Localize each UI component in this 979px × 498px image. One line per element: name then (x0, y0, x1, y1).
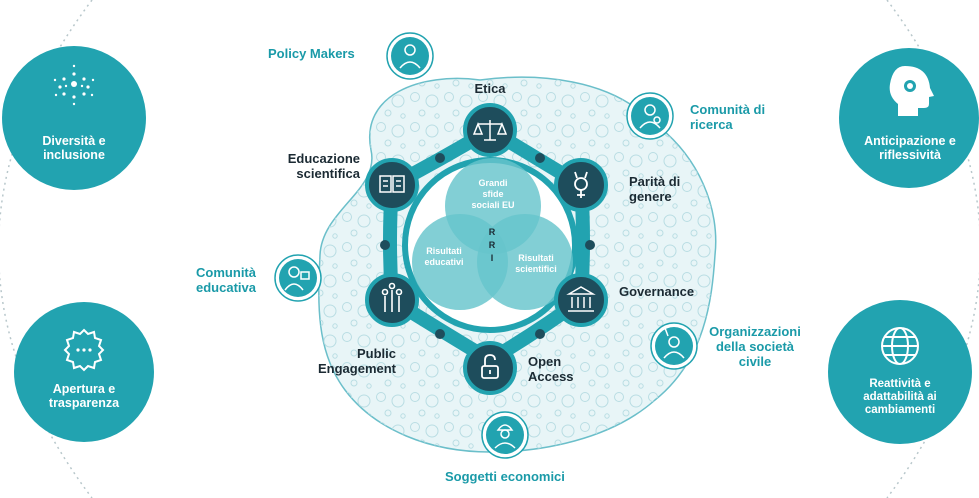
key-label-public-engagement: Public Engagement (317, 346, 396, 376)
worker-icon (494, 424, 516, 449)
network-dots-icon (53, 64, 95, 106)
stakeholder-label-policy-makers: Policy Makers (268, 46, 355, 61)
stakeholder-label-soggetti-economici: Soggetti economici (445, 469, 565, 484)
researcher-icon (639, 104, 661, 129)
gender-icon (574, 171, 588, 198)
node-open-access (463, 341, 517, 395)
node-governance (554, 273, 608, 327)
stakeholder-label-comunita-educativa: Comunità educativa (196, 265, 256, 295)
rri-letter-2: R (489, 240, 496, 250)
hands-raised-icon (381, 282, 403, 312)
principle-label-reattivita: Reattività e adattabilità ai cambiamenti (863, 378, 937, 417)
speech-bubble-icon (63, 328, 105, 372)
badge-organizzazioni (650, 322, 698, 370)
key-label-governance: Governance (619, 284, 695, 299)
scales-icon (472, 120, 508, 141)
book-icon (379, 175, 405, 193)
stakeholder-label-comunita-ricerca: Comunità di ricerca (690, 102, 766, 132)
node-public-engagement (365, 273, 419, 327)
open-lock-icon (481, 354, 499, 379)
badge-policy-makers (386, 32, 434, 80)
node-educazione (365, 158, 419, 212)
venn-label-left: Risultati educativi (424, 246, 464, 267)
node-etica (463, 103, 517, 157)
node-parita (554, 158, 608, 212)
institution-icon (566, 286, 596, 312)
key-label-etica: Etica (474, 81, 506, 96)
key-label-parita: Parità di genere (629, 174, 681, 204)
stakeholder-label-organizzazioni: Organizzazioni della società civile (709, 324, 801, 369)
teacher-icon (284, 266, 310, 291)
badge-soggetti-economici (481, 411, 529, 459)
key-label-educazione: Educazione scientifica (287, 151, 360, 181)
globe-icon (881, 327, 919, 365)
principle-label-anticipazione: Anticipazione e riflessività (864, 134, 956, 163)
principle-diversita (2, 46, 146, 190)
rri-letter-3: I (491, 253, 494, 263)
key-label-open-access: Open Access (528, 354, 574, 384)
venn-label-right: Risultati scientifici (515, 253, 557, 274)
badge-comunita-educativa (274, 254, 322, 302)
principle-label-diversita: Diversità e inclusione (42, 134, 106, 163)
person-icon (399, 44, 421, 69)
principle-anticipazione (839, 48, 979, 188)
principle-label-apertura: Apertura e trasparenza (48, 382, 120, 411)
principle-reattivita (828, 300, 972, 444)
venn-circle-right (477, 214, 573, 310)
activist-icon (663, 327, 685, 359)
rri-letter-1: R (489, 227, 496, 237)
head-profile-icon (889, 66, 934, 116)
principle-apertura (14, 302, 154, 442)
venn-label-top: Grandi sfide sociali EU (471, 178, 515, 210)
badge-comunita-ricerca (626, 92, 674, 140)
